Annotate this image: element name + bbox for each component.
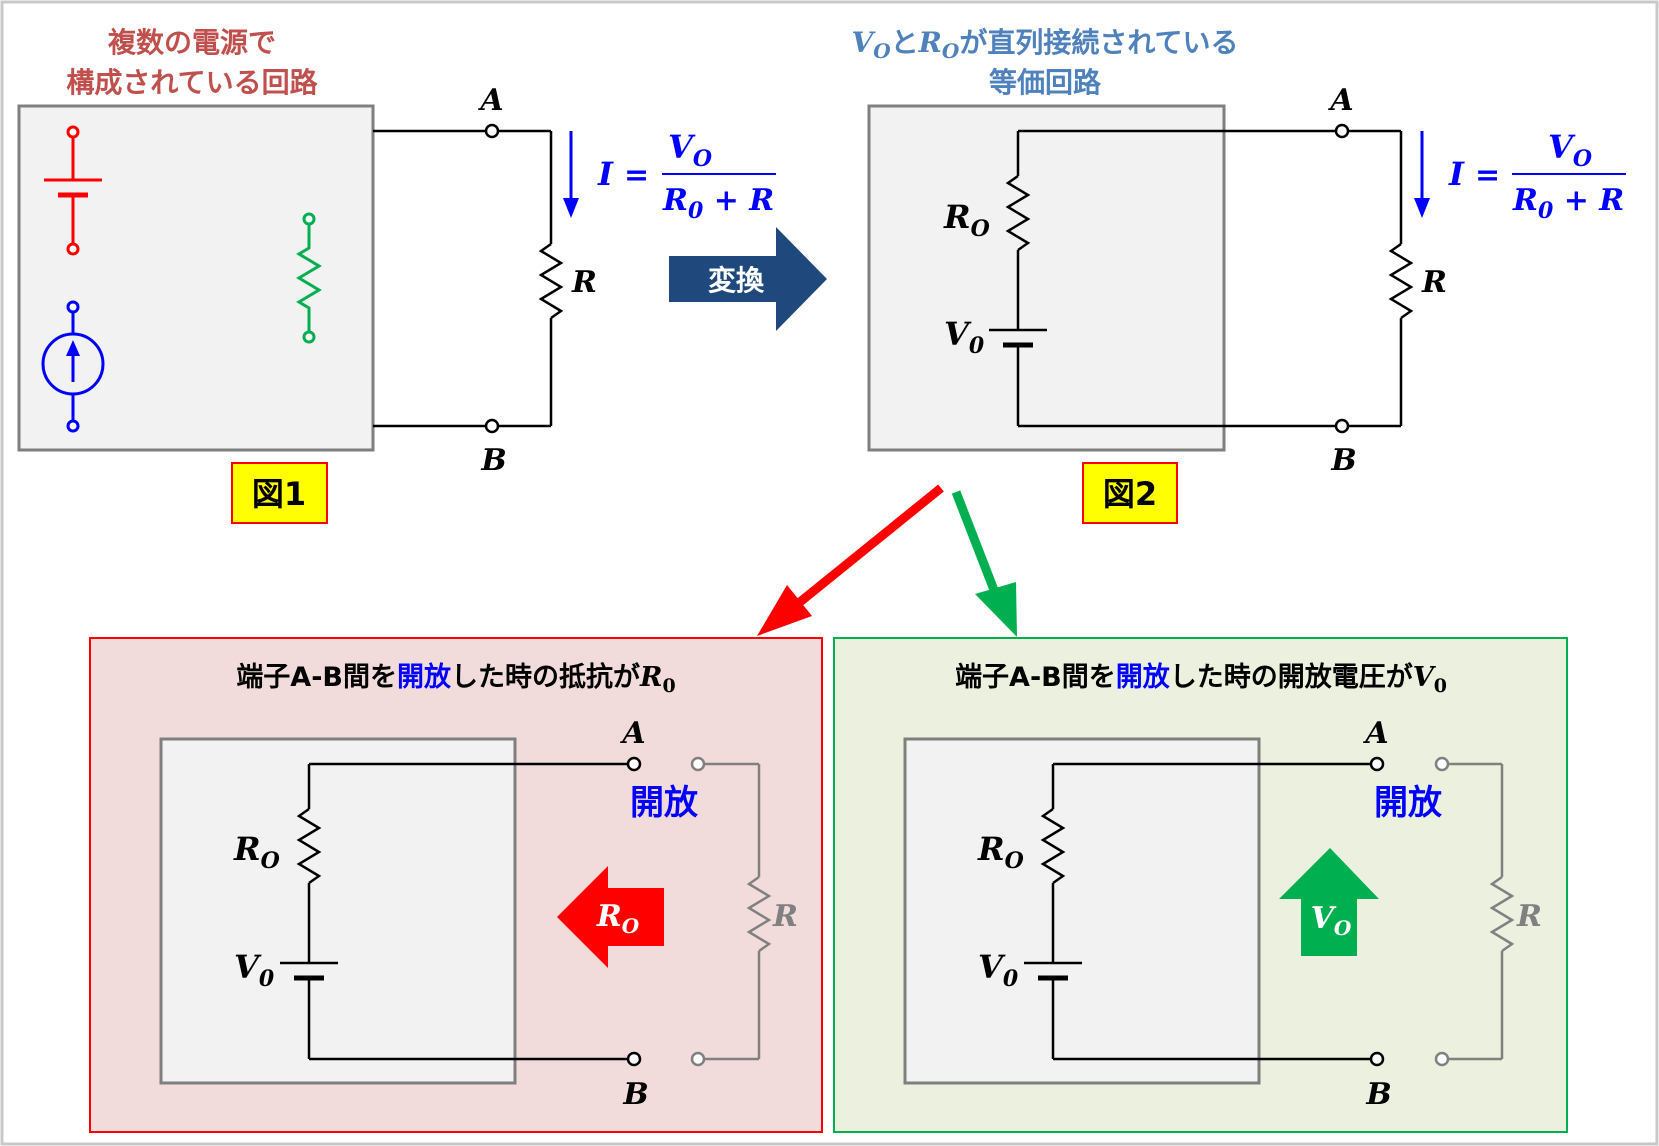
panel-voltage: 端子A-B間を開放した時の開放電圧がV0 R A B 開放 RO [833,637,1568,1133]
panel-voltage-v0-label: V0 [978,948,1019,992]
panel-voltage-r0-label: RO [977,830,1024,874]
fig1-terminal-a-label: A [477,83,503,118]
transform-arrow-icon: 変換 [669,227,827,331]
fig2-network-box [867,104,1226,452]
panel-resistance-terminal-b-node [626,1051,642,1067]
panel-voltage-network-box [903,737,1261,1085]
figure-1: 複数の電源で 構成されている回路 [17,26,776,524]
fig1-terminal-b-node [484,418,500,434]
fig2-formula-numerator: VO [1548,128,1592,172]
fig1-formula-denominator: R0 + R [662,183,774,224]
panel-resistance-network-box [159,737,517,1085]
panel-resistance-title: 端子A-B間を開放した時の抵抗がR0 [236,661,675,697]
panel-resistance-v0-label: V0 [234,948,275,992]
fig1-terminal-b-label: B [480,443,506,478]
fig2-terminal-b-node [1334,418,1350,434]
fig2-formula-denominator: R0 + R [1512,183,1624,224]
panel-voltage-resistor-label: R [1516,899,1542,934]
fig1-caption-line2: 構成されている回路 [66,66,318,99]
branch-arrow-green-icon [951,490,1017,637]
panel-voltage-wiring [1024,762,1371,1061]
fig2-v0-label: V0 [944,315,985,359]
current-source-icon [41,300,105,433]
panel-voltage-terminal-a-label: A [1362,716,1388,751]
fig2-caption-line1: VOとROが直列接続されている [851,26,1238,63]
green-resistor-icon [296,212,322,344]
fig1-terminal-a-node [484,123,500,139]
fig2-label: 図2 [1103,475,1157,513]
panel-voltage-open-load [1434,756,1515,1067]
fig1-formula-equals: = [624,158,649,193]
panel-voltage-arrow-icon: VO [1279,848,1379,956]
panel-resistance-terminal-b-label: B [622,1077,648,1112]
transform-label: 変換 [708,264,765,297]
figure-2: VOとROが直列接続されている 等価回路 A B R RO V0 [851,26,1626,524]
fig1-caption-line1: 複数の電源で [108,26,276,59]
fig2-current-arrow-icon [1414,131,1430,218]
fig2-r0-label: RO [943,198,990,242]
panel-resistance-terminal-a-node [626,756,642,772]
fig2-formula-equals: = [1475,158,1500,193]
voltage-source-icon [44,125,102,256]
panel-resistance-open-label: 開放 [630,783,698,823]
panel-voltage-terminal-b-label: B [1365,1077,1391,1112]
fig2-resistor-label: R [1421,265,1447,300]
panel-voltage-terminal-b-node [1369,1051,1385,1067]
panel-voltage-arrow-label: VO [1311,901,1352,940]
panel-resistance: 端子A-B間を開放した時の抵抗がR0 R A B 開放 RO [89,637,823,1133]
fig1-label: 図1 [252,475,306,513]
panel-voltage-terminal-a-node [1369,756,1385,772]
panel-resistance-resistor-label: R [772,899,798,934]
fig2-formula-lhs: I [1448,155,1465,193]
fig1-resistor-label: R [571,265,597,300]
panel-resistance-arrow-icon: RO [557,866,664,968]
fig2-terminal-b-label: B [1330,443,1356,478]
fig2-terminal-a-node [1334,123,1350,139]
fig2-terminal-a-label: A [1327,83,1353,118]
fig1-formula-numerator: VO [668,128,712,172]
fig1-formula-lhs: I [597,155,614,193]
panel-resistance-terminal-a-label: A [619,716,645,751]
panel-resistance-wiring [280,762,628,1061]
panel-resistance-arrow-label: RO [596,899,640,938]
fig1-label-box [231,462,328,524]
fig2-caption-line2: 等価回路 [989,66,1102,99]
branch-arrow-red-icon [757,484,944,636]
fig1-current-arrow-icon [563,131,579,218]
panel-resistance-r0-label: RO [233,830,280,874]
panel-resistance-open-load [690,756,772,1067]
panel-voltage-open-label: 開放 [1374,783,1442,823]
fig2-current-formula: I = VO R0 + R [1448,128,1626,224]
panel-voltage-title: 端子A-B間を開放した時の開放電圧がV0 [955,661,1447,697]
fig2-wiring [989,129,1414,428]
fig2-label-box [1082,462,1178,524]
fig1-wiring [373,129,564,428]
fig1-current-formula: I = VO R0 + R [597,128,776,224]
